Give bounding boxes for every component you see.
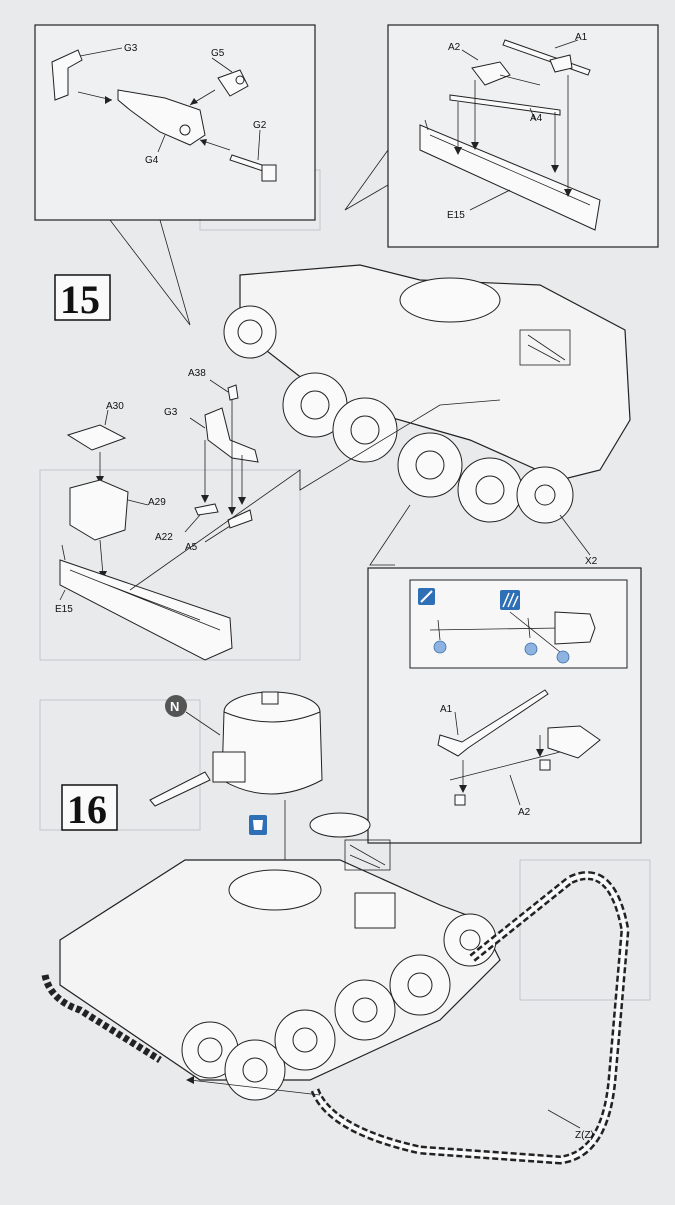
callout-n-letter: N [170,699,179,714]
step-16: 16 [61,784,118,832]
label-a22: A22 [155,532,173,543]
label-g2: G2 [253,120,267,131]
label-track: Z(Z) [575,1130,594,1141]
label-a30: A30 [106,401,124,412]
label-x2: X2 [585,556,598,567]
paint-dot [524,642,538,656]
label-g5: G5 [211,48,225,59]
hull-step-15: X2 [223,264,631,567]
label-a2-top: A2 [448,42,461,53]
tank-step-16: Z(Z) [41,812,630,1165]
cement-icon [249,800,289,910]
step-16-number: 16 [67,787,107,832]
label-e15-top: E15 [447,210,465,221]
label-g3-mid: G3 [164,407,178,418]
paint-dot [433,640,447,654]
label-a1-det: A1 [440,704,453,715]
label-g3-top: G3 [124,43,138,54]
label-a29: A29 [148,497,166,508]
label-e15-mid: E15 [55,604,73,615]
detail-box-right: A1 A2 [367,504,642,844]
label-a4: A4 [530,113,543,124]
inset-top-left: G3 G5 G2 G4 [34,24,316,326]
step-15: 15 [54,274,111,322]
paint-stripes-icon [500,590,520,610]
label-a1-top: A1 [575,32,588,43]
label-a2-det: A2 [518,807,531,818]
label-a5: A5 [185,542,198,553]
step-15-number: 15 [60,277,100,322]
turret [149,691,323,807]
fender-subassembly: A30 A29 G3 A38 A22 A5 E15 [55,368,501,661]
paint-callout-n: N [165,695,221,736]
paint-dot [556,650,570,664]
label-g4: G4 [145,155,159,166]
label-a38: A38 [188,368,206,379]
inset-top-right: A1 A2 A4 E15 [344,24,659,248]
